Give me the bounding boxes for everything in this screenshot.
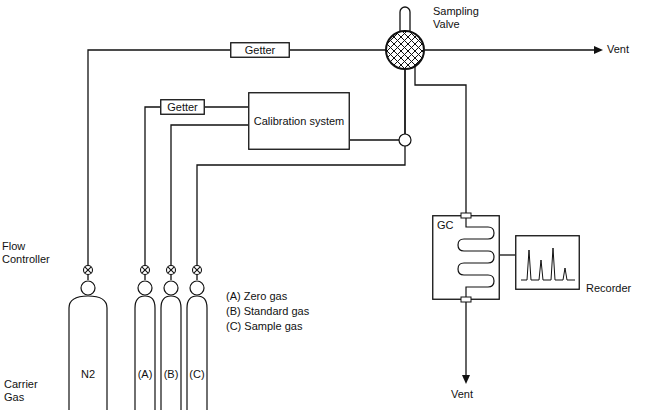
node-heading: Sampling Valve [433, 5, 483, 31]
node-label: Calibration system [254, 115, 344, 128]
cyl-outline [186, 280, 208, 410]
node-label: N2 [68, 368, 108, 381]
node-label: (C) [186, 368, 208, 381]
gas-cylinder: (A) [134, 280, 156, 410]
vent-line [425, 49, 596, 50]
vent-label: Vent [607, 43, 647, 56]
vent-line [465, 300, 466, 376]
cyl-outline [134, 280, 156, 410]
gas-line [145, 107, 160, 280]
node-label: (B) [160, 368, 182, 381]
getter-box: Getter [230, 42, 290, 58]
three-way-valve [399, 134, 411, 146]
gas-cylinder: (B) [160, 280, 182, 410]
legend-line: (B) Standard gas [226, 305, 366, 318]
gas-cylinder: N2 [68, 280, 108, 410]
sampling-valve: Sampling Valve [385, 30, 425, 70]
node-label: (A) [134, 368, 156, 381]
cyl-outline [68, 280, 108, 410]
cyl-outline [160, 280, 182, 410]
gas-line [500, 254, 515, 255]
getter-box: Getter [160, 99, 205, 115]
node-label: GC [437, 219, 454, 232]
gas-line [205, 106, 248, 107]
node-heading: Recorder [586, 282, 631, 295]
gas-line [415, 66, 466, 215]
valve-outline [385, 30, 425, 70]
vent-arrow [462, 375, 470, 384]
gas-cylinder: (C) [186, 280, 208, 410]
recorder-box: Recorder [515, 235, 580, 290]
flow-controller-valves [84, 266, 202, 275]
vent-arrow [594, 46, 603, 54]
rec-outline [515, 235, 580, 290]
legend-line: (A) Zero gas [226, 290, 366, 303]
legend-line: (C) Sample gas [226, 320, 366, 333]
gas-line [290, 49, 386, 50]
gas-line [171, 125, 248, 280]
gc-box: GC [432, 215, 500, 300]
gas-line [350, 69, 405, 140]
calibration-box: Calibration system [248, 92, 350, 150]
vent-label: Vent [451, 388, 491, 401]
carrier-gas-label: Carrier Gas [4, 378, 50, 404]
node-label: Getter [167, 101, 198, 114]
node-label: Getter [245, 44, 276, 57]
flow-controller-label: Flow Controller [2, 240, 57, 266]
gas-line [197, 69, 405, 280]
sample-loop [400, 7, 410, 32]
